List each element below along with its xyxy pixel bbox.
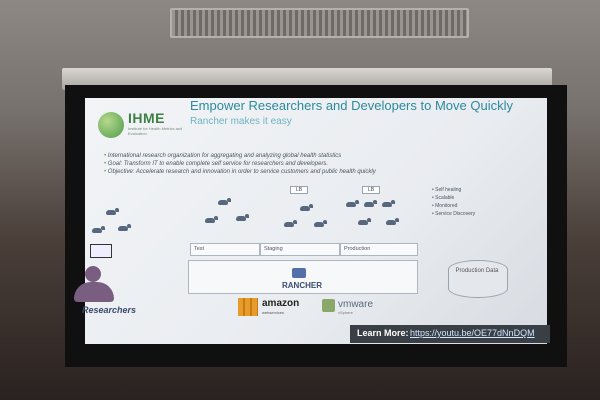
bullet-list: International research organization for … [104,152,464,176]
logo-text: IHME [128,110,165,126]
load-balancer-badge: LB [362,186,380,194]
feature-item: Monitored [432,202,475,210]
amazon-label: amazon [262,298,300,309]
docker-whale-icon [106,208,119,215]
learn-more-bar [350,325,550,343]
docker-whale-icon [205,216,218,223]
docker-whale-icon [364,200,377,207]
ceiling-vent [170,8,469,38]
learn-more-link[interactable]: https://youtu.be/OE77dNnDQM [410,328,535,338]
docker-whale-icon [382,200,395,207]
bullet-item: Goal: Transform IT to enable complete se… [104,160,464,168]
slide-title: Empower Researchers and Developers to Mo… [190,98,513,113]
docker-whale-icon [218,198,231,205]
feature-item: Self healing [432,186,475,194]
env-production: Production [340,243,418,256]
vmware-label: vmware [338,299,374,310]
amazon-sublabel: webservices [262,310,285,315]
slide-subtitle: Rancher makes it easy [190,116,292,127]
aws-logo-icon [238,298,258,316]
vmware-logo-icon [322,299,335,312]
ihme-logo-icon [98,112,124,138]
docker-whale-icon [300,204,313,211]
bullet-item: International research organization for … [104,152,464,160]
docker-whale-icon [284,220,297,227]
projector-screen-housing [62,68,552,90]
env-staging: Staging [260,243,340,256]
laptop-icon [90,244,112,258]
rancher-cow-icon [292,268,306,278]
vmware-sublabel: vSphere [338,310,353,315]
docker-whale-icon [314,220,327,227]
docker-whale-icon [358,218,371,225]
bullet-item: Objective: Accelerate research and innov… [104,168,464,176]
rancher-label: RANCHER [282,281,322,290]
docker-whale-icon [236,214,249,221]
feature-item: Scalable [432,194,475,202]
docker-whale-icon [346,200,359,207]
feature-list: Self healing Scalable Monitored Service … [432,186,475,218]
feature-item: Service Discovery [432,210,475,218]
persona-label: Researchers [82,305,137,315]
database-label: Production Data [455,268,499,274]
database-icon [448,260,508,298]
docker-whale-icon [386,218,399,225]
env-test: Test [190,243,260,256]
load-balancer-badge: LB [290,186,308,194]
person-body-icon [74,282,114,302]
learn-more-label: Learn More: [357,328,409,338]
presentation-slide [85,98,547,344]
docker-whale-icon [118,224,131,231]
docker-whale-icon [92,226,105,233]
person-icon [85,266,101,282]
logo-subtitle: Institute for Health Metrics and Evaluat… [128,126,183,136]
